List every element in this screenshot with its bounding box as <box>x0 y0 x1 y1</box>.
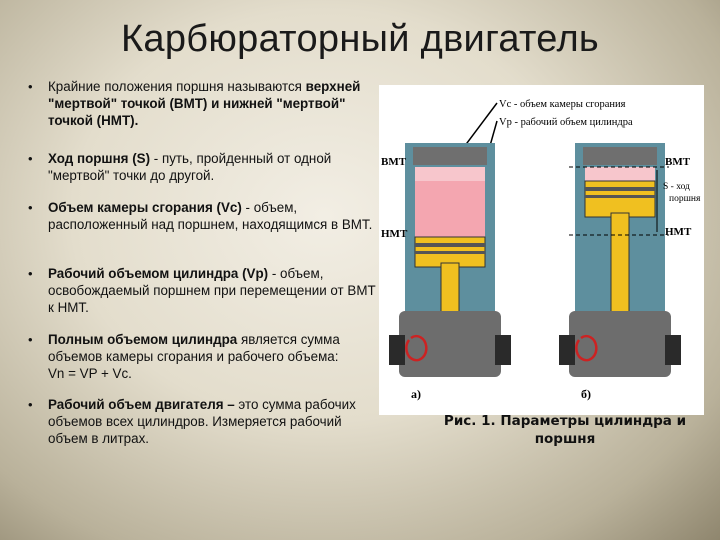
stroke-label: S - ход <box>663 182 690 192</box>
cylinder-head <box>583 147 657 165</box>
stroke-label-cont: поршня <box>669 194 701 204</box>
vmt-label-b: ВМТ <box>665 156 691 168</box>
engine-figure: Vc - объем камеры сгорания Vp - рабочий … <box>379 85 704 415</box>
bullet-item: • Рабочий объемом цилиндра (Vp) - объем,… <box>18 265 380 316</box>
label-a: а) <box>411 387 421 401</box>
combustion-chamber <box>415 167 485 181</box>
bullet-text: - объем, расположенный над поршнем, нахо… <box>48 200 373 232</box>
bullet-dot: • <box>28 79 33 94</box>
crankcase <box>569 311 671 377</box>
bullet-item: • Полным объемом цилиндра является сумма… <box>18 331 348 382</box>
bullet-item: • Ход поршня (S) - путь, пройденный от о… <box>18 150 380 184</box>
rotation-arrow-icon <box>575 334 598 362</box>
bullet-item: • Крайние положения поршня называются ве… <box>18 78 380 129</box>
bullet-text: является сумма объемов камеры сгорания и… <box>48 332 340 381</box>
bullet-text: - путь, пройденный от одной "мертвой" то… <box>48 151 332 183</box>
crankcase <box>399 311 501 377</box>
rotation-arrow-icon <box>405 334 428 362</box>
bullet-dot: • <box>28 332 33 347</box>
page-title: Карбюраторный двигатель <box>120 18 600 60</box>
bullet-dot: • <box>28 151 33 166</box>
figure-caption: Рис. 1. Параметры цилиндра и поршня <box>443 413 687 447</box>
nmt-label-a: НМТ <box>381 228 408 240</box>
legend-vp: Vp - рабочий объем цилиндра <box>499 117 633 128</box>
bullet-text: - объем, освобождаемый поршнем при перем… <box>48 266 376 315</box>
label-b: б) <box>581 387 591 401</box>
bullet-text: это сумма рабочих объемов всех цилиндров… <box>48 397 356 446</box>
bullet-dot: • <box>28 200 33 215</box>
cylinder-diagram: Vc - объем камеры сгорания Vp - рабочий … <box>381 99 701 401</box>
bullet-bold: Полным объемом цилиндра <box>48 332 238 347</box>
bullet-bold: верхней "мертвой" точкой (ВМТ) и нижней … <box>48 79 361 128</box>
piston <box>584 180 656 218</box>
bullet-bold: Рабочий объемом цилиндра (Vp) <box>48 266 269 281</box>
bullet-dot: • <box>28 266 33 281</box>
bullet-bold: Рабочий объем двигателя – <box>48 397 235 412</box>
cylinder-head <box>413 147 487 165</box>
cylinder-a <box>389 143 511 377</box>
bullet-dot: • <box>28 397 33 412</box>
vmt-label-a: ВМТ <box>381 156 407 168</box>
bullet-item: • Рабочий объем двигателя – это сумма ра… <box>18 396 358 447</box>
combustion-chamber <box>585 167 655 181</box>
bullet-item: • Объем камеры сгорания (Vc) - объем, ра… <box>18 199 380 233</box>
legend-vc: Vc - объем камеры сгорания <box>499 99 626 110</box>
bullet-bold: Объем камеры сгорания (Vc) <box>48 200 242 215</box>
bullet-bold: Ход поршня (S) <box>48 151 151 166</box>
cylinder-b <box>559 143 681 377</box>
nmt-label-b: НМТ <box>665 226 692 238</box>
bullet-text: Крайние положения поршня называются <box>48 79 302 94</box>
